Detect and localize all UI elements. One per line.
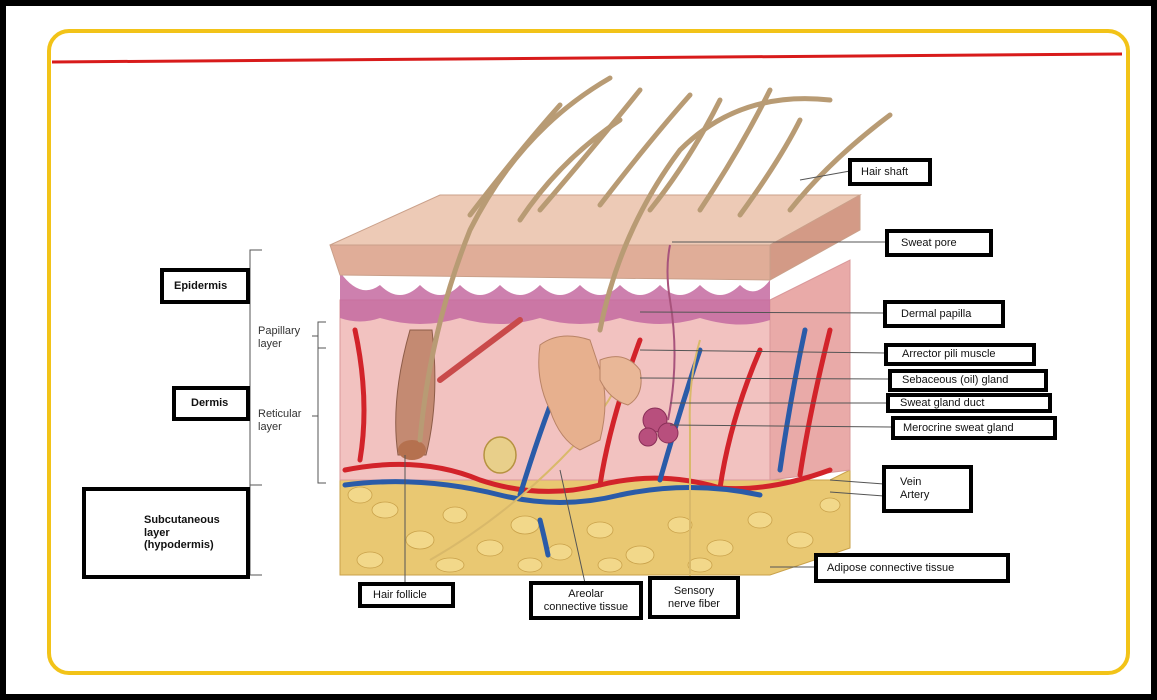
label-dermis: Dermis — [172, 386, 250, 421]
epidermis-top — [330, 195, 860, 245]
label-sebaceous: Sebaceous (oil) gland — [888, 369, 1048, 392]
label-dermal-papilla: Dermal papilla — [883, 300, 1005, 328]
label-arrector-pili: Arrector pili muscle — [884, 343, 1036, 366]
papillary-band — [340, 272, 770, 325]
label-subcutaneous: Subcutaneous layer (hypodermis) — [82, 487, 250, 579]
label-adipose: Adipose connective tissue — [814, 553, 1010, 583]
label-vein-artery: Vein Artery — [882, 465, 973, 513]
label-epidermis: Epidermis — [160, 268, 250, 304]
label-hair-follicle: Hair follicle — [358, 582, 455, 608]
label-sweat-duct: Sweat gland duct — [886, 393, 1052, 413]
epidermis-front — [330, 245, 770, 280]
label-reticular: Reticular layer — [258, 408, 301, 433]
lamellar-corpuscle — [484, 437, 516, 473]
label-sweat-pore: Sweat pore — [885, 229, 993, 257]
label-papillary: Papillary layer — [258, 325, 300, 350]
hair-bulb — [398, 440, 426, 460]
label-areolar: Areolar connective tissue — [529, 581, 643, 620]
label-merocrine: Merocrine sweat gland — [891, 416, 1057, 440]
label-hair-shaft: Hair shaft — [848, 158, 932, 186]
label-sensory-nerve: Sensory nerve fiber — [648, 576, 740, 619]
